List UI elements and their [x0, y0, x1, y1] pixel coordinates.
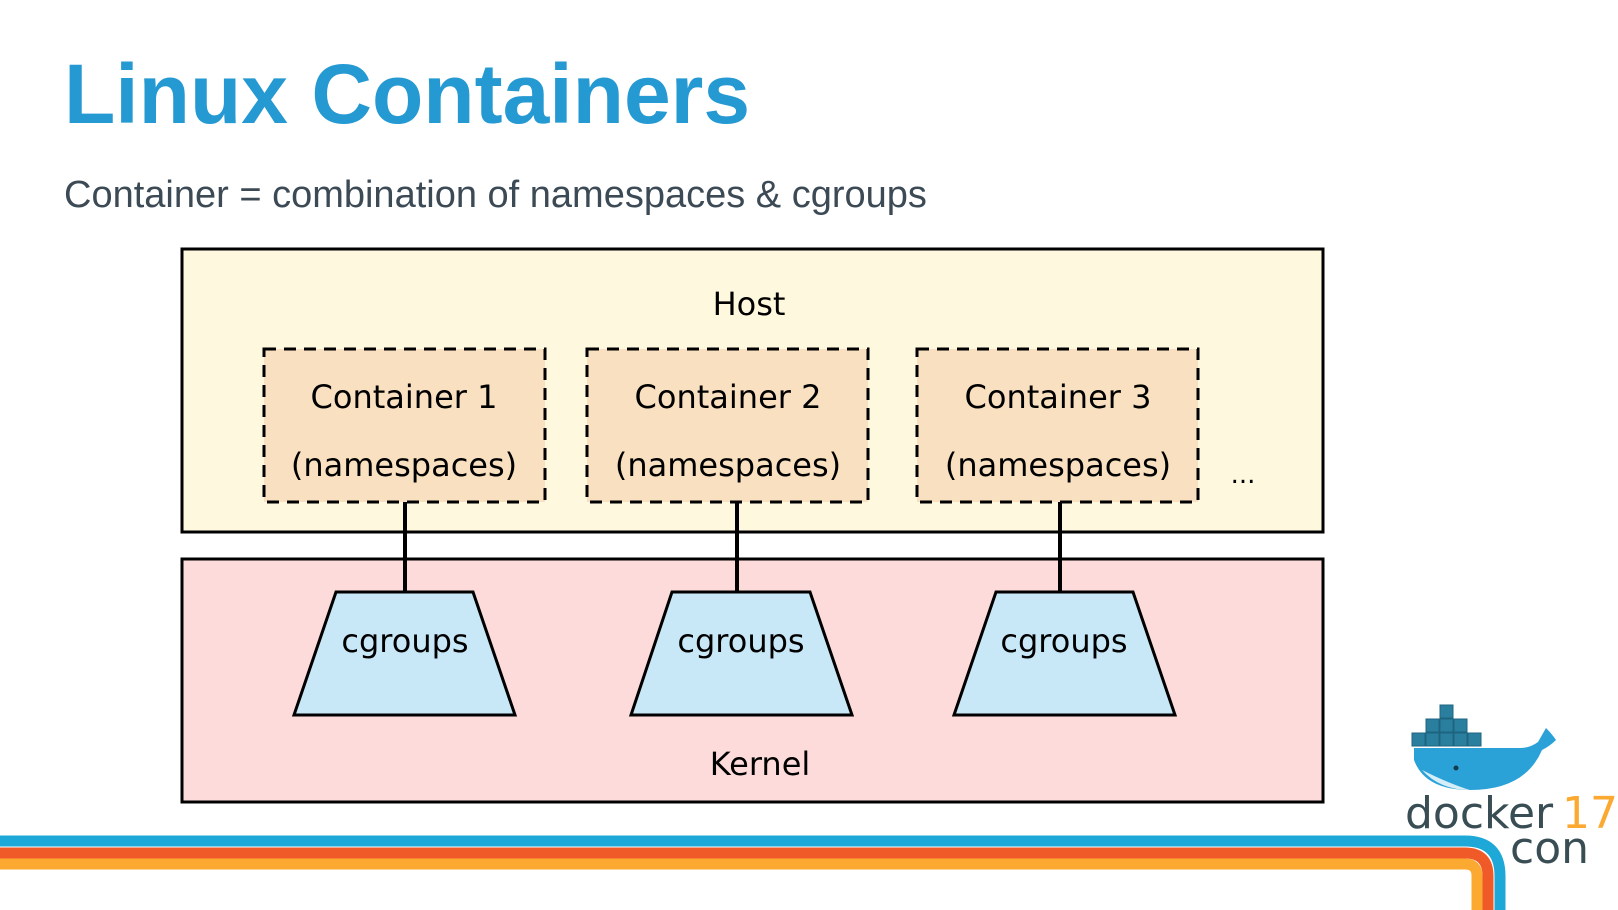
- cgroups-3-label: cgroups: [1000, 622, 1127, 660]
- host-label: Host: [713, 285, 786, 323]
- container-1-namespaces: (namespaces): [291, 446, 517, 484]
- logo-con-text: con: [1510, 823, 1589, 874]
- container-3-name: Container 3: [965, 378, 1152, 416]
- cgroups-3: cgroups: [951, 590, 1178, 717]
- more-containers-ellipsis: ...: [1231, 460, 1256, 490]
- logo-docker-text: docker: [1405, 788, 1554, 839]
- docker-whale-icon: [1411, 704, 1556, 790]
- footer-stripes: [0, 835, 1506, 910]
- slide-title: Linux Containers: [64, 47, 751, 141]
- container-3-namespaces: (namespaces): [945, 446, 1171, 484]
- container-3: Container 3 (namespaces): [915, 347, 1200, 504]
- cgroups-2: cgroups: [628, 590, 855, 717]
- stripe-blue: [0, 835, 1506, 910]
- container-1: Container 1 (namespaces): [262, 347, 547, 504]
- kernel-label: Kernel: [710, 745, 811, 783]
- stripe-orange: [0, 858, 1483, 910]
- stripe-red: [0, 847, 1494, 910]
- container-2: Container 2 (namespaces): [585, 347, 870, 504]
- logo-year-text: 17: [1562, 788, 1618, 839]
- container-2-name: Container 2: [635, 378, 822, 416]
- cgroups-1: cgroups: [291, 590, 518, 717]
- cgroups-2-label: cgroups: [677, 622, 804, 660]
- slide-subtitle: Container = combination of namespaces & …: [64, 174, 927, 216]
- dockercon-logo: docker 17 con: [1405, 704, 1618, 874]
- container-1-name: Container 1: [311, 378, 498, 416]
- container-2-namespaces: (namespaces): [615, 446, 841, 484]
- cgroups-1-label: cgroups: [341, 622, 468, 660]
